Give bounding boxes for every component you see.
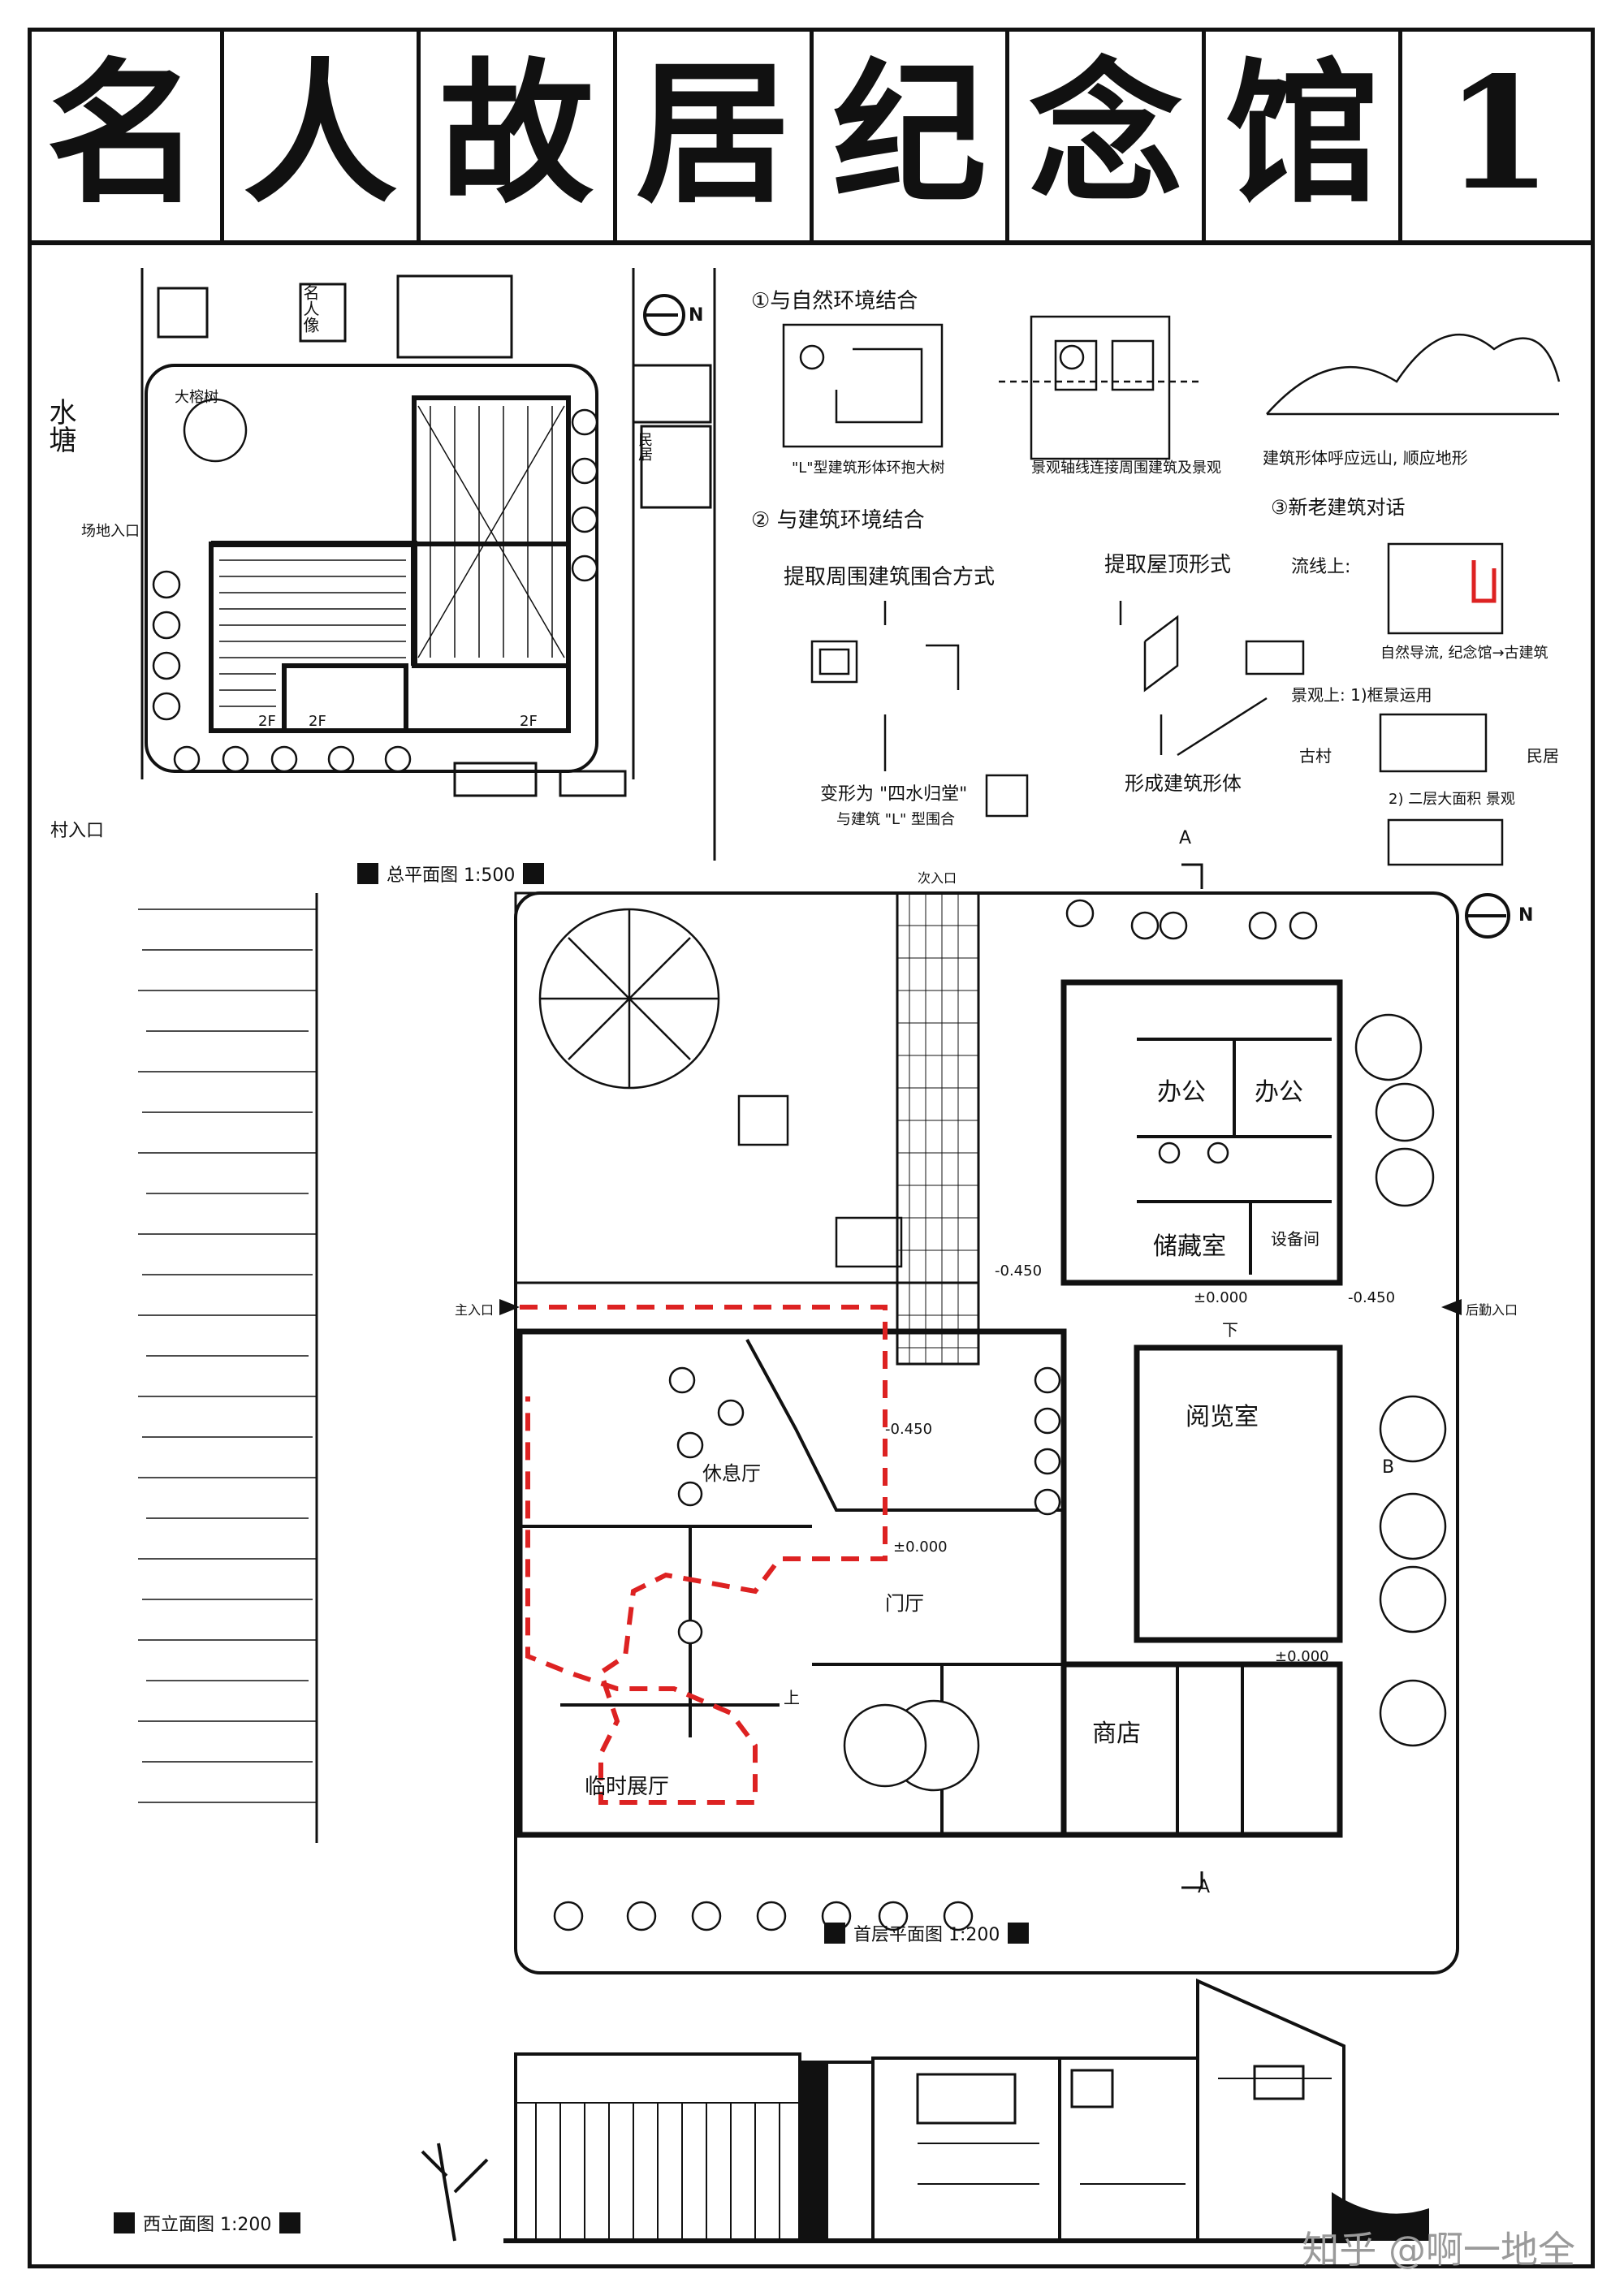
caption-marker <box>824 1923 845 1944</box>
title-char: 念 <box>1009 28 1207 240</box>
analysis-context-result-b: 形成建筑形体 <box>1125 772 1242 795</box>
room-office-a: 办公 <box>1157 1078 1206 1107</box>
analysis-flow-note: 自然导流, 纪念馆→古建筑 <box>1380 645 1548 662</box>
ground-plan-caption: 首层平面图 1:200 <box>824 1920 1030 1946</box>
analysis-context-title: ② 与建筑环境结合 <box>751 508 925 533</box>
label-2f: 2F <box>520 713 538 730</box>
caption-text: 首层平面图 1:200 <box>853 1925 1000 1945</box>
title-char: 人 <box>224 28 421 240</box>
room-reading: 阅览室 <box>1186 1403 1259 1431</box>
level-mark: ±0.000 <box>893 1539 948 1556</box>
analysis-residence: 民居 <box>1527 746 1559 766</box>
room-storage: 储藏室 <box>1153 1232 1226 1261</box>
analysis-nature-note-b: 景观轴线连接周围建筑及景观 <box>1031 460 1221 477</box>
analysis-nature-title: ①与自然环境结合 <box>751 289 918 313</box>
label-residence-site: 民居 <box>636 432 653 461</box>
title-char: 1 <box>1445 43 1553 224</box>
analysis-nature-note-c: 建筑形体呼应远山, 顺应地形 <box>1263 448 1468 468</box>
site-plan-caption: 总平面图 1:500 <box>357 861 545 887</box>
title-char: 居 <box>617 28 814 240</box>
sheet-border <box>28 28 1595 2268</box>
label-water: 水塘 <box>44 398 76 453</box>
title-char: 馆 <box>1206 28 1403 240</box>
section-b: B <box>1382 1457 1395 1478</box>
elevation-caption: 西立面图 1:200 <box>114 2210 301 2236</box>
analysis-view-label: 景观上: 1)框景运用 <box>1291 685 1432 705</box>
caption-text: 西立面图 1:200 <box>143 2215 272 2235</box>
room-office-b: 办公 <box>1255 1078 1303 1107</box>
entry-main: 主入口 <box>455 1302 495 1318</box>
analysis-flow-label: 流线上: <box>1291 557 1351 577</box>
caption-marker <box>1008 1923 1030 1944</box>
caption-text: 总平面图 1:500 <box>387 865 516 886</box>
room-temp-hall: 临时展厅 <box>585 1775 670 1799</box>
label-square-entry: 场地入口 <box>81 523 140 540</box>
section-a-top: A <box>1179 828 1192 848</box>
room-shop: 商店 <box>1092 1720 1141 1748</box>
room-equipment: 设备间 <box>1271 1229 1320 1249</box>
room-lounge: 休息厅 <box>702 1462 761 1485</box>
north-label: N <box>689 305 704 326</box>
level-mark: ±0.000 <box>1275 1648 1329 1665</box>
room-lobby: 门厅 <box>885 1592 924 1615</box>
title-char: 故 <box>421 28 617 240</box>
section-a-bottom: A <box>1198 1877 1211 1897</box>
label-2f: 2F <box>258 713 276 730</box>
caption-marker <box>114 2212 135 2233</box>
analysis-new-old-title: ③新老建筑对话 <box>1271 496 1406 519</box>
title-row: 名 人 故 居 纪 念 馆 1 <box>28 28 1595 245</box>
level-mark: -0.450 <box>885 1421 933 1438</box>
analysis-context-result-a2: 与建筑 "L" 型围合 <box>836 811 956 828</box>
label-2f: 2F <box>309 713 326 730</box>
label-statue: 名人像 <box>300 284 320 333</box>
caption-marker <box>523 863 545 884</box>
entry-back: 后勤入口 <box>1466 1302 1518 1318</box>
level-mark: -0.450 <box>1348 1289 1396 1306</box>
caption-marker <box>357 863 378 884</box>
title-char: 名 <box>28 28 224 240</box>
caption-marker <box>279 2212 301 2233</box>
level-mark: ±0.000 <box>1194 1289 1248 1306</box>
analysis-context-sub-a: 提取周围建筑围合方式 <box>784 565 996 589</box>
analysis-nature-note-a: "L"型建筑形体环抱大树 <box>792 460 945 477</box>
analysis-context-sub-b: 提取屋顶形式 <box>1104 553 1232 577</box>
analysis-second-floor: 2) 二层大面积 景观 <box>1389 791 1515 808</box>
label-village-entry: 村入口 <box>50 821 105 841</box>
level-mark: -0.450 <box>995 1262 1043 1280</box>
title-char: 纪 <box>814 28 1010 240</box>
label-tree: 大榕树 <box>175 389 218 406</box>
stair-down: 下 <box>1222 1320 1238 1340</box>
analysis-old-village: 古村 <box>1299 746 1332 766</box>
analysis-context-result-a: 变形为 "四水归堂" <box>820 784 968 805</box>
entry-side: 次入口 <box>918 870 957 886</box>
watermark: 知乎 @啊一地全 <box>1302 2228 1575 2272</box>
stair-up: 上 <box>784 1688 800 1707</box>
north-label-2: N <box>1518 905 1534 926</box>
